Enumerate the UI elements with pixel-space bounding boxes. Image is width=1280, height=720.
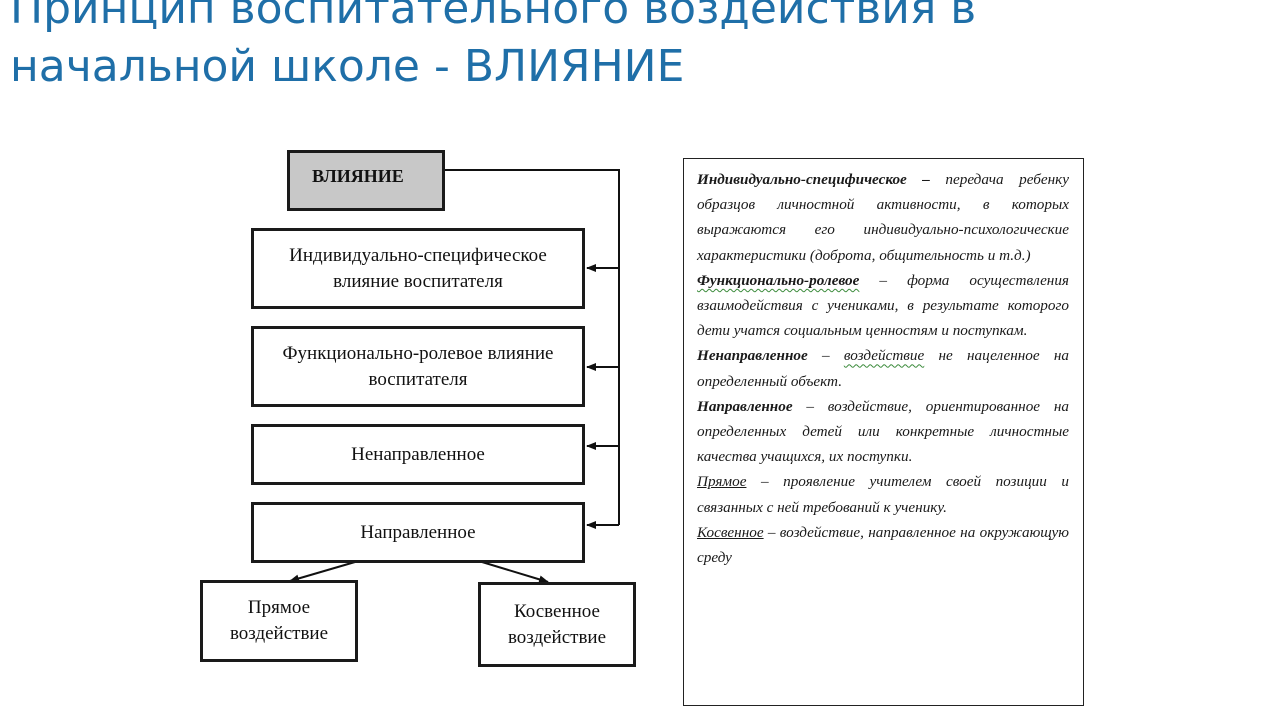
definition-direct-text: – проявление учителем своей позиции и св… [697, 473, 1069, 516]
box-individual-specific-label: Индивидуально-специфическое влияние восп… [289, 244, 547, 292]
box-vliyanie: ВЛИЯНИЕ [287, 150, 445, 211]
box-vliyanie-label: ВЛИЯНИЕ [312, 166, 404, 186]
definition-undirected-term: Ненаправленное [697, 347, 808, 365]
slide-title-line-2: начальной школе - ВЛИЯНИЕ [10, 41, 685, 92]
definition-functional-text: – форма осуществления взаимодействия с у… [697, 271, 1069, 340]
box-directed: Направленное [251, 502, 585, 563]
definition-indirect-term: Косвенное [697, 523, 764, 541]
arrow-to-box6 [481, 561, 549, 584]
box-indirect-influence-label: Косвенное воздействие [507, 600, 607, 648]
definition-undirected-text: не нацеленное на определенный объект. [697, 347, 1070, 390]
definition-direct: Прямое – проявление учителем своей позиц… [697, 469, 1069, 519]
definition-individual: Индивидуально-специфическое – передача р… [697, 167, 1069, 268]
box-indirect-influence: Косвенное воздействие [478, 582, 636, 667]
arrow-to-box5 [289, 561, 356, 583]
definition-directed: Направленное – воздействие, ориентирован… [697, 394, 1069, 470]
definition-directed-text: – воздействие, ориентированное на опреде… [697, 397, 1069, 466]
slide-title-line-1: Принцип воспитательного воздействия в [10, 0, 977, 34]
definition-direct-term: Прямое [697, 473, 747, 491]
definitions-textbox: Индивидуально-специфическое – передача р… [683, 158, 1084, 706]
box-undirected-label: Ненаправленное [351, 443, 485, 465]
definition-undirected-word: воздействие [843, 347, 925, 365]
definition-directed-term: Направленное [697, 397, 793, 415]
box-functional-role-label: Функционально-ролевое влияние воспитател… [282, 342, 554, 390]
definition-indirect-text: – воздействие, направленное на окружающу… [697, 523, 1069, 567]
box-directed-label: Направленное [360, 521, 476, 543]
definition-functional: Функционально-ролевое – форма осуществле… [697, 268, 1069, 344]
box-individual-specific: Индивидуально-специфическое влияние восп… [251, 228, 585, 309]
definition-individual-text: передача ребенку образцов личностной акт… [697, 171, 1069, 264]
definition-undirected-dash: – [807, 347, 844, 365]
box-direct-influence: Прямое воздействие [200, 580, 358, 662]
definition-individual-term: Индивидуально-специфическое – [697, 171, 930, 188]
box-undirected: Ненаправленное [251, 424, 585, 485]
slide-title: Принцип воспитательного воздействия в на… [10, 0, 1110, 96]
definition-undirected: Ненаправленное – воздействие не нацеленн… [697, 343, 1069, 393]
definition-indirect: Косвенное – воздействие, направленное на… [697, 520, 1069, 570]
box-direct-influence-label: Прямое воздействие [229, 597, 329, 644]
definition-functional-term: Функционально-ролевое [697, 271, 860, 289]
box-functional-role: Функционально-ролевое влияние воспитател… [251, 326, 585, 407]
